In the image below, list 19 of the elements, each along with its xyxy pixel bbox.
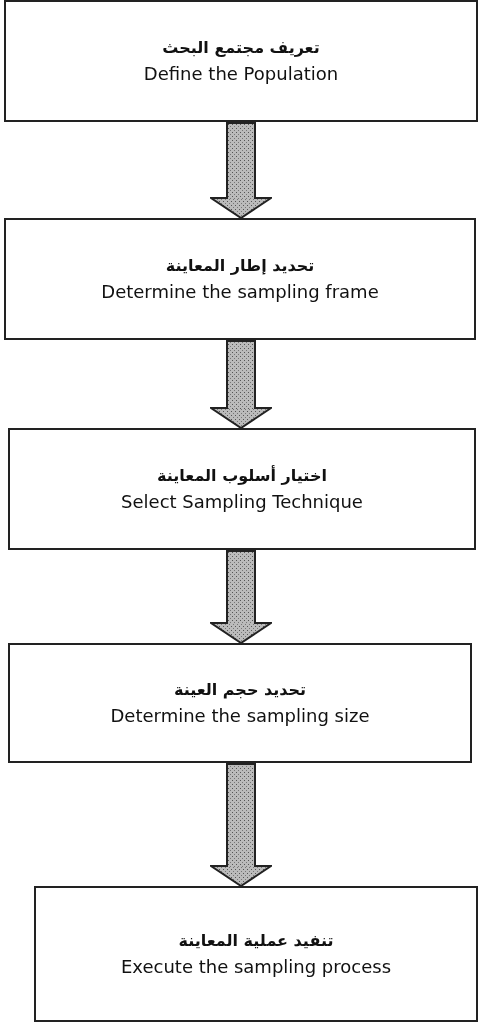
process-box xyxy=(34,886,478,1022)
process-box xyxy=(4,0,478,122)
block-arrow xyxy=(210,550,272,644)
arabic-label: تحديد حجم العينة xyxy=(173,680,307,699)
block-arrow xyxy=(210,340,272,429)
process-box xyxy=(8,643,472,763)
block-arrow xyxy=(210,763,272,887)
block-arrow xyxy=(210,122,272,219)
arabic-label: تعريف مجتمع البحث xyxy=(162,38,320,57)
arabic-label: تنفيد عملية المعاينة xyxy=(178,931,334,950)
english-label: Determine the sampling size xyxy=(110,705,370,726)
english-label: Select Sampling Technique xyxy=(121,491,363,512)
process-box xyxy=(4,218,476,340)
arabic-label: تحديد إطار المعاينة xyxy=(165,256,315,275)
process-box xyxy=(8,428,476,550)
arabic-label: اختيار أسلوب المعاينة xyxy=(157,466,327,485)
english-label: Define the Population xyxy=(143,63,339,84)
english-label: Execute the sampling process xyxy=(120,956,392,977)
english-label: Determine the sampling frame xyxy=(101,281,379,302)
